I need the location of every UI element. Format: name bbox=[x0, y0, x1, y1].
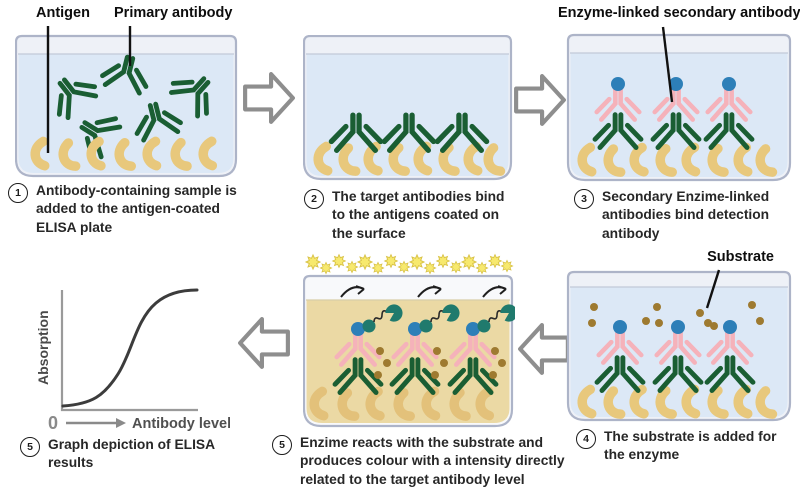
step-4-caption: 4 The substrate is added for the enzyme bbox=[576, 428, 796, 465]
graph-axes bbox=[60, 290, 198, 412]
step-3-caption: 3 Secondary Enzime-linked antibodies bin… bbox=[574, 188, 796, 243]
flow-arrow-right-icon bbox=[243, 71, 295, 125]
step-5-caption: 5 Enzime reacts with the substrate and p… bbox=[272, 434, 580, 489]
step-1-text: Antibody-containing sample is added to t… bbox=[36, 183, 237, 235]
secondary-antibody-pointer-line bbox=[661, 26, 674, 103]
flow-arrow-right-icon bbox=[514, 73, 566, 127]
x-axis-label: Antibody level bbox=[132, 416, 230, 432]
y-axis-label: Absorption bbox=[35, 310, 51, 385]
arrow-right-glyph bbox=[245, 74, 293, 122]
x-axis-arrowhead bbox=[116, 418, 126, 428]
sigmoid-curve bbox=[61, 288, 199, 408]
arrow-left-glyph bbox=[520, 325, 568, 373]
panel-4-substrate-well bbox=[566, 269, 792, 422]
panel-2-binding-well bbox=[303, 35, 513, 181]
step-2-text: The target antibodies bind to the antige… bbox=[332, 189, 505, 241]
substrate-dots bbox=[588, 301, 764, 330]
panel-1-sample-well bbox=[15, 26, 238, 178]
graph-caption: 5 Graph depiction of ELISA results bbox=[20, 436, 252, 473]
step-2-caption: 2 The target antibodies bind to the anti… bbox=[304, 188, 512, 243]
step-4-text: The substrate is added for the enzyme bbox=[604, 429, 777, 463]
arrow-right-glyph bbox=[516, 76, 564, 124]
panel-6-result-graph: Absorption 0 Antibody level bbox=[35, 288, 230, 433]
origin-label: 0 bbox=[48, 413, 58, 433]
star-burst-row bbox=[305, 254, 513, 275]
panel-3-secondary-antibody-well bbox=[566, 26, 792, 182]
primary-antibody-label: Primary antibody bbox=[114, 5, 233, 21]
antigen-label: Antigen bbox=[36, 5, 90, 21]
step-3-text: Secondary Enzime-linked antibodies bind … bbox=[602, 189, 770, 241]
substrate-pointer-line bbox=[705, 269, 721, 309]
step-1-caption: 1 Antibody-containing sample is added to… bbox=[8, 182, 250, 237]
step-2-number: 2 bbox=[304, 189, 324, 209]
step-4-number: 4 bbox=[576, 429, 596, 449]
flow-arrow-left-icon bbox=[238, 316, 290, 370]
step-5-text: Enzime reacts with the substrate and pro… bbox=[300, 435, 565, 487]
substrate-label: Substrate bbox=[707, 249, 774, 265]
step-3-number: 3 bbox=[574, 189, 594, 209]
graph-step-number: 5 bbox=[20, 437, 40, 457]
arrow-left-glyph bbox=[240, 319, 288, 367]
flow-arrow-left-icon bbox=[518, 322, 570, 376]
panel-5-colour-reaction-well bbox=[303, 254, 515, 428]
graph-step-text: Graph depiction of ELISA results bbox=[48, 437, 215, 471]
well-liquid bbox=[570, 287, 788, 417]
step-5-number: 5 bbox=[272, 435, 292, 455]
enzyme-secondary-antibody-label: Enzyme-linked secondary antibody bbox=[558, 5, 800, 21]
step-1-number: 1 bbox=[8, 183, 28, 203]
